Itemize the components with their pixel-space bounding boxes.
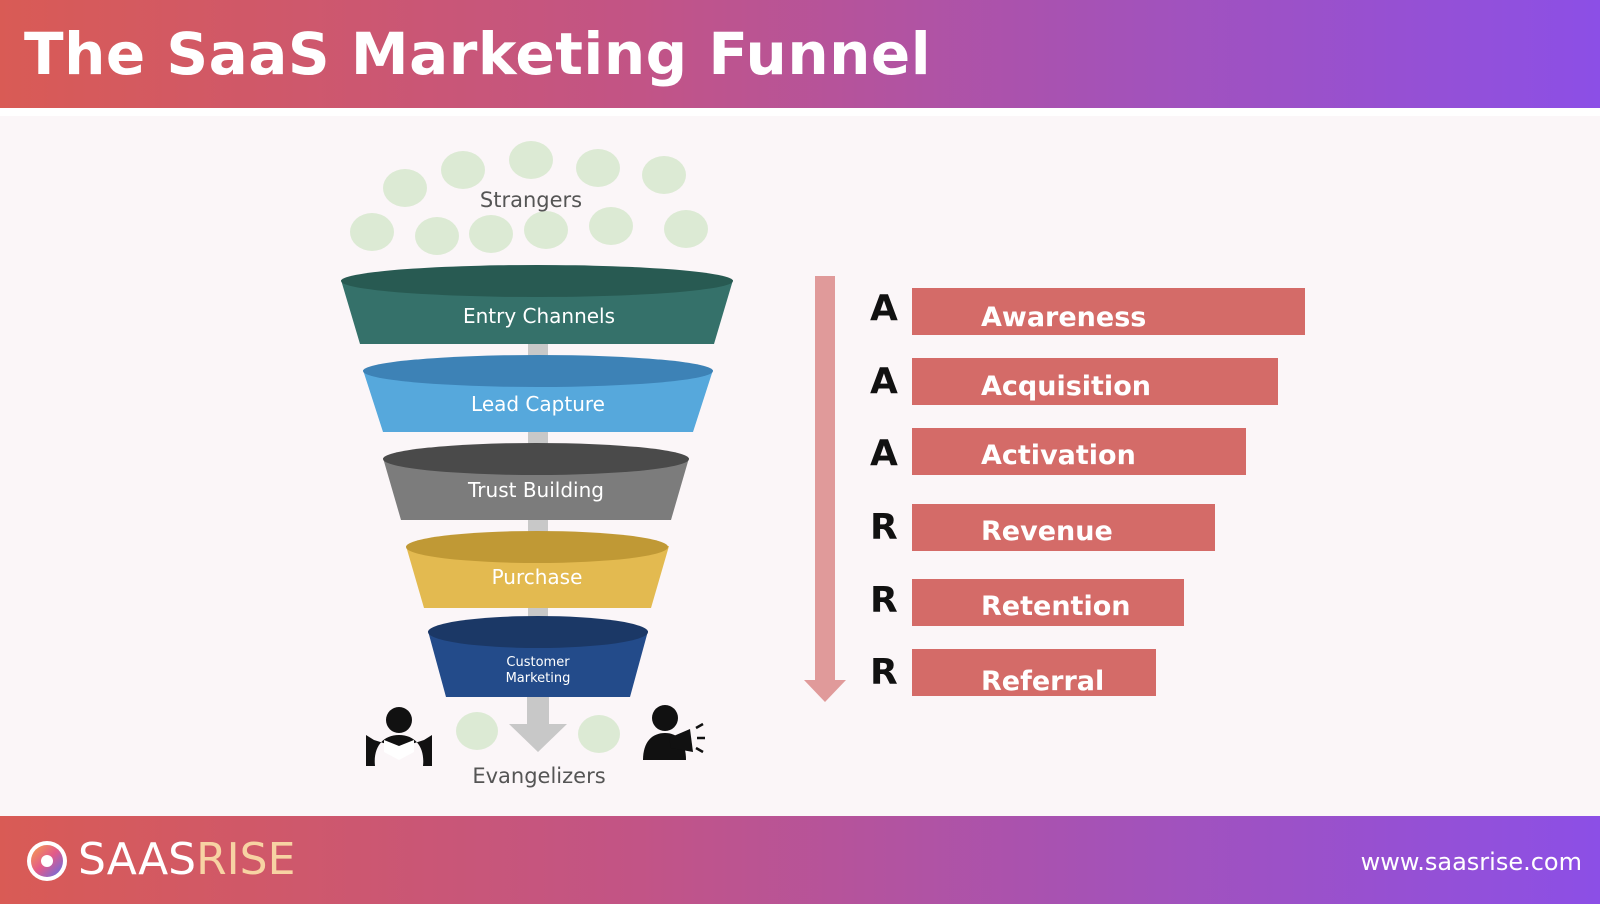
- evangelizers-label: Evangelizers: [472, 764, 605, 788]
- aarrr-stage-label: Referral: [981, 666, 1104, 697]
- bubble: [578, 715, 620, 753]
- saasrise-logo-icon: [27, 841, 67, 881]
- bubble: [456, 712, 498, 750]
- aarrr-letter: A: [870, 361, 898, 402]
- brand-name-part1: SAAS: [78, 834, 197, 885]
- funnel-layer-entry-channels: Entry Channels: [341, 265, 733, 344]
- bubble: [509, 141, 553, 179]
- page-title: The SaaS Marketing Funnel: [24, 20, 932, 88]
- aarrr-arrow-head: [804, 680, 846, 702]
- funnel-layer-lead-capture: Lead Capture: [363, 355, 713, 432]
- aarrr-letter: A: [870, 433, 898, 474]
- funnel-layer-label: Entry Channels: [463, 304, 615, 328]
- stranger-bubbles: [350, 141, 708, 255]
- funnel-layer-body: [383, 458, 689, 520]
- funnel-layer-label: Lead Capture: [471, 392, 605, 416]
- funnel-layer-rim: [428, 616, 648, 648]
- funnel-layer-trust-building: Trust Building: [383, 443, 689, 520]
- funnel-layer-body: [341, 280, 733, 344]
- bubble: [415, 217, 459, 255]
- aarrr-bar: [912, 649, 1156, 696]
- funnel-layer-label-line: Marketing: [506, 671, 571, 686]
- aarrr-letter: R: [870, 507, 898, 548]
- funnel-layer-body: [363, 370, 713, 432]
- funnel-layer-body: [406, 546, 669, 608]
- bubble: [642, 156, 686, 194]
- aarrr-letter: A: [870, 288, 898, 329]
- bubble: [524, 211, 568, 249]
- funnel-layer-label: Purchase: [492, 565, 583, 589]
- bubble: [469, 215, 513, 253]
- bubble: [350, 213, 394, 251]
- funnel-layer-rim: [406, 531, 668, 563]
- aarrr-stage-label: Activation: [981, 440, 1136, 471]
- footer-banner: SAASRISE www.saasrise.com: [0, 816, 1600, 904]
- aarrr-stage-label: Retention: [981, 591, 1130, 622]
- brand-name-part2: RISE: [196, 834, 296, 885]
- bubble: [664, 210, 708, 248]
- aarrr-bar: [912, 579, 1184, 626]
- aarrr-letter: R: [870, 580, 898, 621]
- aarrr-row-referral: R Referral: [870, 649, 1156, 697]
- aarrr-row-acquisition: A Acquisition: [870, 358, 1278, 405]
- header-banner: The SaaS Marketing Funnel: [0, 0, 1600, 108]
- funnel-layer-rim: [341, 265, 733, 297]
- aarrr-row-revenue: R Revenue: [870, 504, 1215, 551]
- funnel-layer-label: Trust Building: [467, 478, 604, 502]
- strangers-label: Strangers: [480, 188, 582, 212]
- header-divider: [0, 108, 1600, 116]
- funnel-diagram: Strangers Entry Channels Lead Capture Tr…: [341, 141, 1305, 788]
- aarrr-stage-label: Acquisition: [981, 371, 1151, 402]
- funnel-down-arrow: [509, 697, 567, 752]
- funnel-layer-body: [428, 631, 648, 697]
- brand-name: SAASRISE: [78, 834, 295, 886]
- aarrr-arrow-shaft: [815, 276, 835, 680]
- aarrr-bar: [912, 428, 1246, 475]
- reader-icon: [366, 707, 432, 766]
- megaphone-person-icon: [643, 705, 705, 760]
- website-link[interactable]: www.saasrise.com: [1360, 848, 1582, 876]
- aarrr-stage-label: Awareness: [981, 302, 1146, 333]
- aarrr-bar: [912, 504, 1215, 551]
- funnel-layer-rim: [363, 355, 713, 387]
- aarrr-letter: R: [870, 652, 898, 693]
- bubble: [441, 151, 485, 189]
- bubble: [576, 149, 620, 187]
- bubble: [589, 207, 633, 245]
- aarrr-bar: [912, 288, 1305, 335]
- funnel-layer-purchase: Purchase: [406, 531, 669, 608]
- aarrr-bar: [912, 358, 1278, 405]
- aarrr-row-retention: R Retention: [870, 579, 1184, 626]
- aarrr-row-awareness: A Awareness: [870, 288, 1305, 335]
- funnel-layer-rim: [383, 443, 689, 475]
- bubble: [383, 169, 427, 207]
- aarrr-stage-label: Revenue: [981, 516, 1113, 547]
- aarrr-row-activation: A Activation: [870, 428, 1246, 475]
- funnel-layer-label-line: Customer: [506, 655, 570, 670]
